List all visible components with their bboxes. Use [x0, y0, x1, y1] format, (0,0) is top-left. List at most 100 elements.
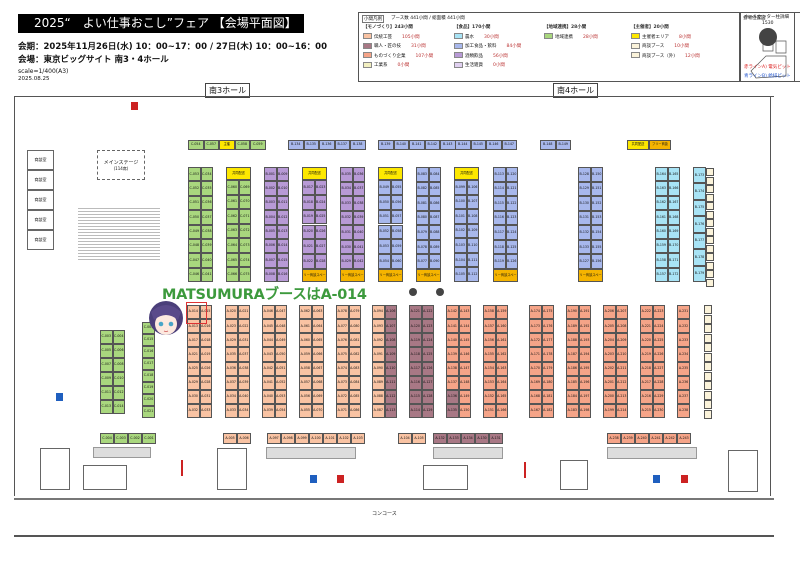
booth[interactable]: A-154: [483, 361, 496, 376]
booth[interactable]: A-188: [566, 333, 579, 348]
booth[interactable]: A-186: [566, 361, 579, 376]
free-space-booth[interactable]: フリー商談スペース: [340, 269, 365, 282]
booth[interactable]: A-233: [677, 333, 690, 348]
booth[interactable]: B-007: [264, 253, 277, 268]
booth[interactable]: A-207: [615, 305, 628, 320]
booth[interactable]: A-210: [615, 347, 628, 362]
booth[interactable]: A-078: [336, 305, 349, 320]
booth[interactable]: C-074: [238, 252, 251, 268]
booth[interactable]: A-177: [541, 333, 554, 348]
booth[interactable]: A-076: [336, 333, 349, 348]
booth[interactable]: B-124: [505, 225, 518, 240]
booth[interactable]: B-088: [428, 225, 441, 240]
booth[interactable]: B-146: [486, 140, 502, 150]
meeting-booth[interactable]: [704, 390, 712, 400]
booth[interactable]: A-229: [652, 389, 665, 404]
booth[interactable]: A-107: [384, 319, 397, 334]
booth[interactable]: A-086: [348, 403, 361, 418]
booth[interactable]: B-112: [466, 267, 479, 282]
booth[interactable]: A-128: [421, 389, 434, 404]
booth[interactable]: C-071: [238, 209, 251, 224]
booth[interactable]: C-070: [238, 194, 251, 210]
booth[interactable]: B-019: [302, 209, 315, 225]
booth[interactable]: A-091: [372, 347, 385, 362]
booth[interactable]: A-230: [652, 403, 665, 418]
booth[interactable]: C-040: [200, 253, 213, 268]
booth[interactable]: A-155: [483, 347, 496, 362]
booth[interactable]: B-018: [302, 194, 315, 210]
booth[interactable]: 共同配送: [627, 140, 649, 150]
booth[interactable]: A-216: [640, 389, 653, 404]
booth[interactable]: B-060: [390, 254, 403, 269]
booth[interactable]: B-083: [416, 167, 429, 182]
booth[interactable]: A-045: [262, 319, 275, 334]
booth[interactable]: C-051: [188, 195, 201, 211]
booth[interactable]: B-151: [590, 181, 603, 197]
booth[interactable]: A-051: [274, 361, 287, 376]
booth[interactable]: A-063: [311, 305, 324, 320]
booth[interactable]: A-224: [652, 319, 665, 334]
booth[interactable]: A-097: [267, 433, 281, 444]
booth[interactable]: B-006: [264, 238, 277, 254]
booth[interactable]: A-163: [495, 361, 508, 376]
booth[interactable]: A-165: [495, 389, 508, 404]
meeting-booth[interactable]: [704, 362, 712, 371]
booth[interactable]: A-023: [225, 319, 238, 334]
booth[interactable]: A-099: [295, 433, 309, 444]
booth[interactable]: A-005: [223, 433, 237, 444]
booth[interactable]: A-138: [446, 361, 459, 376]
booth[interactable]: C-066: [226, 267, 239, 282]
booth[interactable]: B-037: [352, 181, 365, 197]
booth[interactable]: A-116: [409, 375, 422, 390]
meeting-booth[interactable]: [706, 219, 714, 227]
booth[interactable]: B-041: [352, 239, 365, 255]
meeting-booth[interactable]: [706, 261, 714, 270]
meeting-booth[interactable]: [706, 236, 714, 244]
booth[interactable]: C-038: [200, 224, 213, 239]
booth[interactable]: B-160: [655, 224, 668, 239]
booth[interactable]: C-050: [188, 210, 201, 225]
booth[interactable]: A-035: [225, 347, 238, 362]
booth[interactable]: A-184: [566, 389, 579, 404]
booth[interactable]: B-082: [416, 181, 429, 197]
booth[interactable]: A-088: [372, 389, 385, 404]
booth[interactable]: A-034: [237, 403, 250, 418]
booth[interactable]: A-031: [199, 389, 212, 404]
booth[interactable]: C-005: [100, 344, 113, 358]
booth[interactable]: A-156: [483, 333, 496, 348]
booth[interactable]: A-111: [384, 375, 397, 390]
booth[interactable]: B-105: [454, 267, 467, 282]
booth[interactable]: A-093: [372, 319, 385, 334]
booth[interactable]: A-234: [677, 347, 690, 362]
booth[interactable]: B-029: [340, 254, 353, 269]
booth[interactable]: B-021: [302, 239, 315, 255]
booth[interactable]: A-121: [409, 305, 422, 320]
booth[interactable]: B-005: [264, 224, 277, 239]
booth[interactable]: A-225: [652, 333, 665, 348]
booth[interactable]: A-071: [336, 403, 349, 418]
meeting-booth[interactable]: [706, 176, 714, 185]
booth[interactable]: B-155: [590, 239, 603, 255]
booth[interactable]: B-171: [667, 253, 680, 268]
booth[interactable]: A-125: [421, 347, 434, 362]
booth[interactable]: B-131: [578, 210, 591, 226]
booth[interactable]: C-016: [142, 346, 155, 358]
booth[interactable]: C-003: [114, 433, 128, 444]
booth[interactable]: A-201: [603, 375, 616, 390]
booth[interactable]: A-032: [187, 403, 200, 418]
booth[interactable]: B-022: [302, 254, 315, 269]
booth[interactable]: B-148: [540, 140, 556, 150]
booth[interactable]: B-125: [505, 239, 518, 255]
booth[interactable]: A-021: [187, 347, 200, 362]
booth[interactable]: A-175: [541, 305, 554, 320]
meeting-booth[interactable]: [706, 244, 714, 253]
booth[interactable]: A-037: [225, 375, 238, 390]
booth[interactable]: A-133: [447, 433, 461, 444]
booth[interactable]: A-170: [529, 361, 542, 376]
booth[interactable]: C-019: [142, 382, 155, 394]
booth[interactable]: B-080: [416, 210, 429, 226]
booth[interactable]: A-218: [640, 361, 653, 376]
booth[interactable]: A-039: [262, 403, 275, 418]
booth[interactable]: A-118: [409, 347, 422, 362]
booth[interactable]: B-166: [667, 181, 680, 196]
